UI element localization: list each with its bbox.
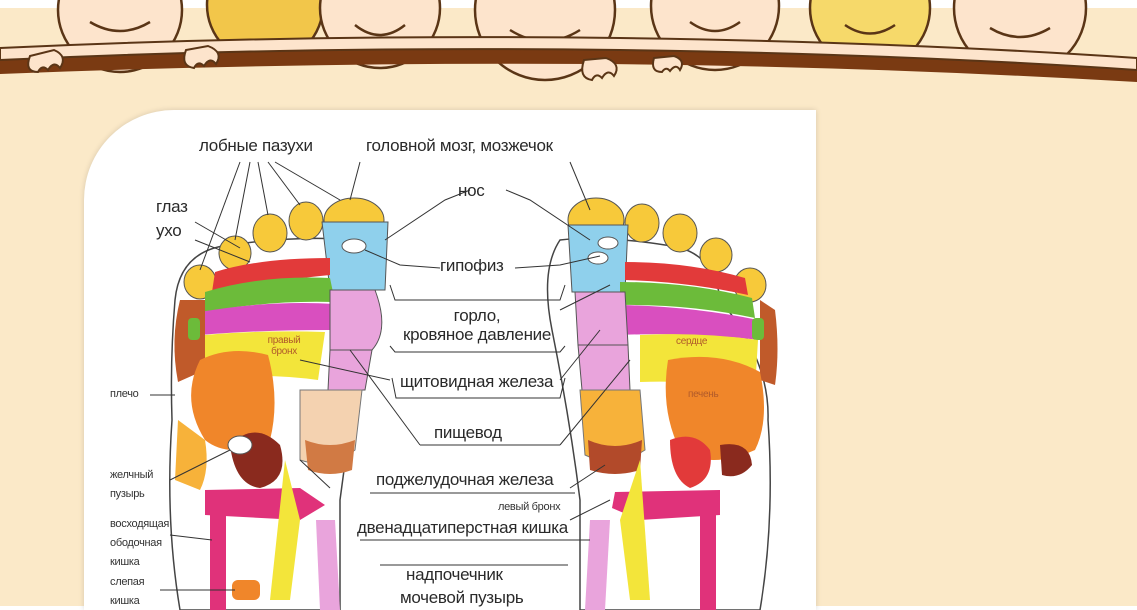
label-ascending-colon: восходящая ободочная кишка bbox=[110, 515, 169, 572]
label-left-bronchus: левый бронх bbox=[498, 501, 560, 513]
label-throat-blood-pressure: горло, кровяное давление bbox=[392, 306, 562, 344]
label-duodenum: двенадцатиперстная кишка bbox=[357, 518, 568, 538]
label-ear: ухо bbox=[156, 221, 181, 241]
label-shoulder: плечо bbox=[110, 388, 138, 400]
label-heart: сердце bbox=[676, 336, 707, 347]
kids-banner-illustration bbox=[0, 0, 1137, 100]
label-bladder: мочевой пузырь bbox=[400, 588, 523, 608]
label-adrenal: надпочечник bbox=[406, 565, 503, 585]
label-eye: глаз bbox=[156, 197, 188, 217]
label-brain-cerebellum: головной мозг, мозжечок bbox=[366, 136, 553, 156]
label-right-bronchus: правый бронх bbox=[264, 335, 304, 357]
label-pituitary: гипофиз bbox=[440, 256, 504, 276]
label-liver: печень bbox=[688, 389, 718, 400]
label-thyroid: щитовидная железа bbox=[400, 372, 553, 392]
label-cecum: слепая кишка bbox=[110, 573, 144, 610]
label-gallbladder: желчный пузырь bbox=[110, 466, 153, 504]
foot-reflexology-chart: лобные пазухи головной мозг, мозжечок гл… bbox=[84, 110, 816, 610]
label-esophagus: пищевод bbox=[434, 423, 502, 443]
label-pancreas: поджелудочная железа bbox=[376, 470, 553, 490]
label-frontal-sinuses: лобные пазухи bbox=[199, 136, 313, 156]
label-nose: нос bbox=[458, 181, 484, 201]
